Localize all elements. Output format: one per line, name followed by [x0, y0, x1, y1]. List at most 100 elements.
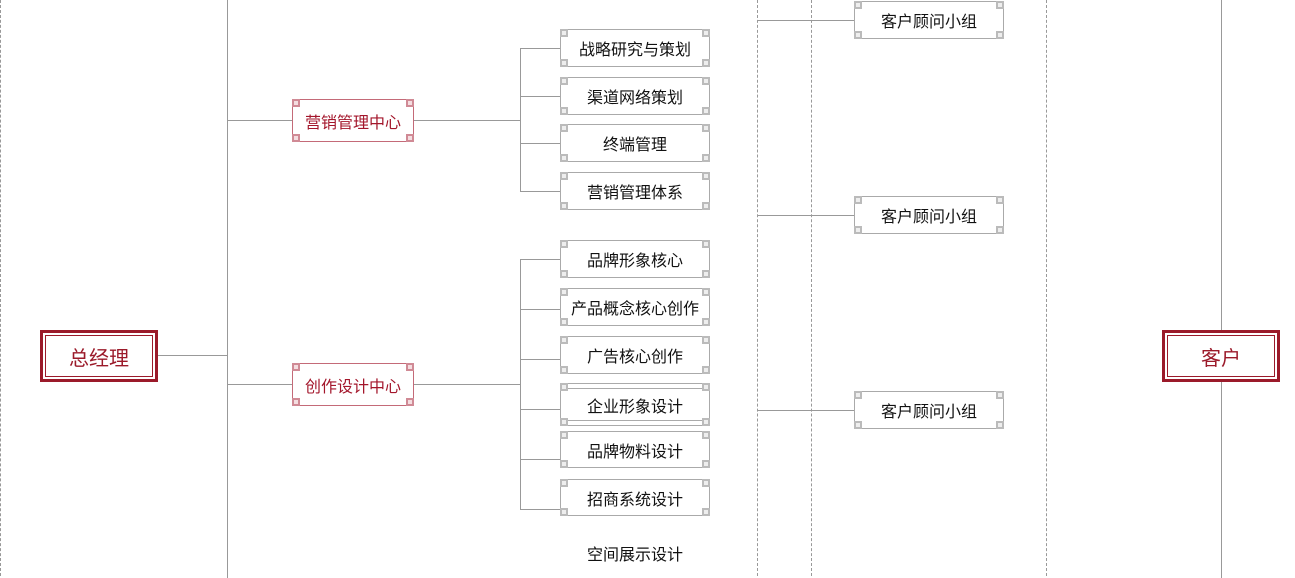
corner-ornament-icon: [560, 77, 568, 85]
corner-ornament-icon: [854, 196, 862, 204]
corner-ornament-icon: [560, 288, 568, 296]
dept-node[interactable]: 终端管理: [560, 124, 710, 162]
dept-node[interactable]: 品牌形象核心: [560, 240, 710, 278]
corner-ornament-icon: [702, 508, 710, 516]
connector: [520, 259, 560, 260]
connector: [520, 409, 560, 410]
connector: [520, 48, 521, 191]
connector: [520, 359, 560, 360]
dept-node[interactable]: 品牌物料设计: [560, 431, 710, 468]
node-label: 广告核心创作: [586, 347, 683, 366]
corner-ornament-icon: [406, 99, 414, 107]
dept-node[interactable]: 渠道网络策划: [560, 77, 710, 115]
dashed-divider: [1046, 0, 1047, 576]
connector: [520, 191, 560, 192]
consultant-group-node[interactable]: 客户顾问小组: [854, 1, 1004, 39]
dept-node[interactable]: 企业形象设计: [560, 383, 710, 426]
consultant-group-node[interactable]: 客户顾问小组: [854, 196, 1004, 234]
dashed-divider: [0, 0, 1, 576]
corner-ornament-icon: [406, 363, 414, 371]
node-label: 营销管理中心: [304, 112, 401, 132]
corner-ornament-icon: [560, 479, 568, 487]
connector: [157, 355, 227, 356]
corner-ornament-icon: [854, 391, 862, 399]
corner-ornament-icon: [996, 1, 1004, 9]
node-label: 客户: [1201, 345, 1241, 370]
node-label: 总经理: [69, 345, 129, 370]
connector: [520, 309, 560, 310]
node-label: 招商系统设计: [586, 489, 683, 509]
corner-ornament-icon: [702, 431, 710, 439]
customer-node[interactable]: 客户: [1162, 330, 1280, 382]
corner-ornament-icon: [560, 460, 568, 468]
corner-ornament-icon: [702, 336, 710, 344]
node-label: 产品概念核心创作: [570, 299, 699, 318]
connector: [227, 384, 292, 385]
corner-ornament-icon: [560, 59, 568, 67]
node-label: 终端管理: [602, 135, 667, 154]
corner-ornament-icon: [702, 124, 710, 132]
connector: [520, 48, 560, 49]
node-label: 企业形象设计: [586, 396, 683, 416]
corner-ornament-icon: [702, 172, 710, 180]
space-display-design-label: 空间展示设计: [586, 545, 683, 564]
corner-ornament-icon: [406, 134, 414, 142]
corner-ornament-icon: [560, 172, 568, 180]
node-label: 客户顾问小组: [880, 207, 977, 226]
corner-ornament-icon: [292, 99, 300, 107]
corner-ornament-icon: [702, 202, 710, 210]
corner-ornament-icon: [560, 154, 568, 162]
corner-ornament-icon: [292, 398, 300, 406]
corner-ornament-icon: [854, 421, 862, 429]
consultant-group-node[interactable]: 客户顾问小组: [854, 391, 1004, 429]
corner-ornament-icon: [560, 336, 568, 344]
connector: [520, 143, 560, 144]
node-label: 客户顾问小组: [880, 402, 977, 421]
connector: [520, 459, 560, 460]
node-label: 品牌物料设计: [586, 441, 683, 461]
corner-ornament-icon: [702, 59, 710, 67]
dept-node[interactable]: 招商系统设计: [560, 479, 710, 516]
corner-ornament-icon: [702, 270, 710, 278]
connector: [757, 410, 854, 411]
corner-ornament-icon: [854, 31, 862, 39]
corner-ornament-icon: [854, 226, 862, 234]
dept-node[interactable]: 战略研究与策划: [560, 29, 710, 67]
node-label: 品牌形象核心: [586, 251, 683, 270]
corner-ornament-icon: [560, 29, 568, 37]
node-label: 营销管理体系: [586, 183, 683, 202]
corner-ornament-icon: [702, 107, 710, 115]
corner-ornament-icon: [560, 418, 568, 426]
corner-ornament-icon: [560, 366, 568, 374]
connector: [520, 509, 560, 510]
corner-ornament-icon: [996, 391, 1004, 399]
connector: [520, 259, 521, 509]
corner-ornament-icon: [854, 1, 862, 9]
corner-ornament-icon: [292, 363, 300, 371]
dept-node[interactable]: 营销管理体系: [560, 172, 710, 210]
corner-ornament-icon: [996, 226, 1004, 234]
connector: [413, 384, 520, 385]
node-label: 客户顾问小组: [880, 12, 977, 31]
general-manager-node[interactable]: 总经理: [40, 330, 158, 382]
corner-ornament-icon: [702, 460, 710, 468]
dept-node[interactable]: 产品概念核心创作: [560, 288, 710, 326]
corner-ornament-icon: [702, 366, 710, 374]
trunk-line: [227, 0, 228, 578]
corner-ornament-icon: [560, 508, 568, 516]
corner-ornament-icon: [702, 29, 710, 37]
corner-ornament-icon: [702, 288, 710, 296]
dept-node[interactable]: 广告核心创作: [560, 336, 710, 374]
dashed-divider: [757, 0, 758, 576]
design-center-node[interactable]: 创作设计中心: [292, 363, 414, 406]
connector: [757, 215, 854, 216]
corner-ornament-icon: [996, 421, 1004, 429]
dashed-divider: [811, 0, 812, 576]
corner-ornament-icon: [702, 154, 710, 162]
corner-ornament-icon: [560, 124, 568, 132]
corner-ornament-icon: [560, 107, 568, 115]
node-label: 创作设计中心: [304, 376, 401, 396]
node-label: 渠道网络策划: [586, 88, 683, 107]
marketing-center-node[interactable]: 营销管理中心: [292, 99, 414, 142]
corner-ornament-icon: [560, 202, 568, 210]
